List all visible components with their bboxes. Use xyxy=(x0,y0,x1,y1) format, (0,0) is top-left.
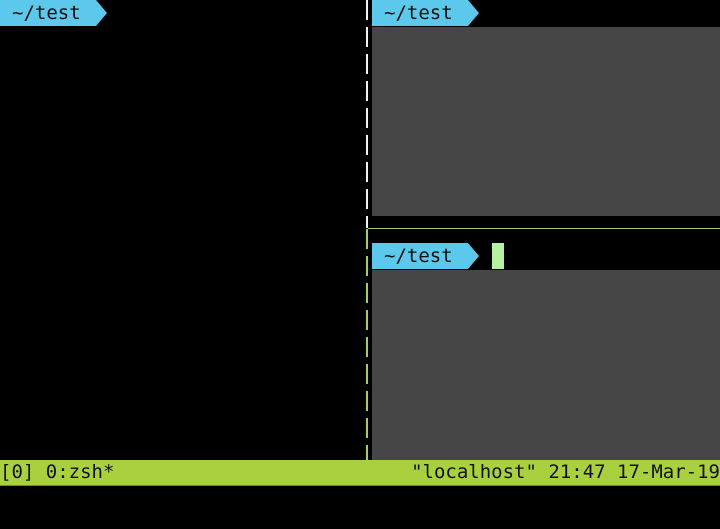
prompt-cwd-badge: ~/test xyxy=(372,0,479,26)
prompt-arrow-icon xyxy=(468,243,479,269)
clock-date: 17-Mar-19 xyxy=(617,461,720,483)
pane-content-area xyxy=(372,27,720,216)
prompt-arrow-icon xyxy=(468,0,479,26)
pane-content-area xyxy=(372,270,720,460)
prompt-cwd-label: ~/test xyxy=(372,243,468,269)
session-index: [0] xyxy=(0,461,35,483)
hostname: "localhost" xyxy=(411,461,537,483)
prompt-cwd-badge: ~/test xyxy=(372,243,479,269)
pane-divider-horizontal[interactable] xyxy=(368,228,720,229)
pane-divider-vertical-top[interactable] xyxy=(366,0,368,228)
clock-time: 21:47 xyxy=(548,461,606,483)
tmux-status-bar: [0] 0:zsh* "localhost" 21:47 17-Mar-19 xyxy=(0,460,720,486)
prompt-cwd-badge: ~/test xyxy=(0,0,107,26)
prompt-cwd-label: ~/test xyxy=(0,0,96,26)
pane-divider-vertical-bottom[interactable] xyxy=(366,229,368,460)
status-left: [0] 0:zsh* xyxy=(0,460,114,484)
window-tab-zsh[interactable]: 0:zsh* xyxy=(45,461,115,483)
terminal-cursor xyxy=(492,243,504,269)
prompt-arrow-icon xyxy=(96,0,107,26)
status-right: "localhost" 21:47 17-Mar-19 xyxy=(411,460,720,484)
prompt-cwd-label: ~/test xyxy=(372,0,468,26)
